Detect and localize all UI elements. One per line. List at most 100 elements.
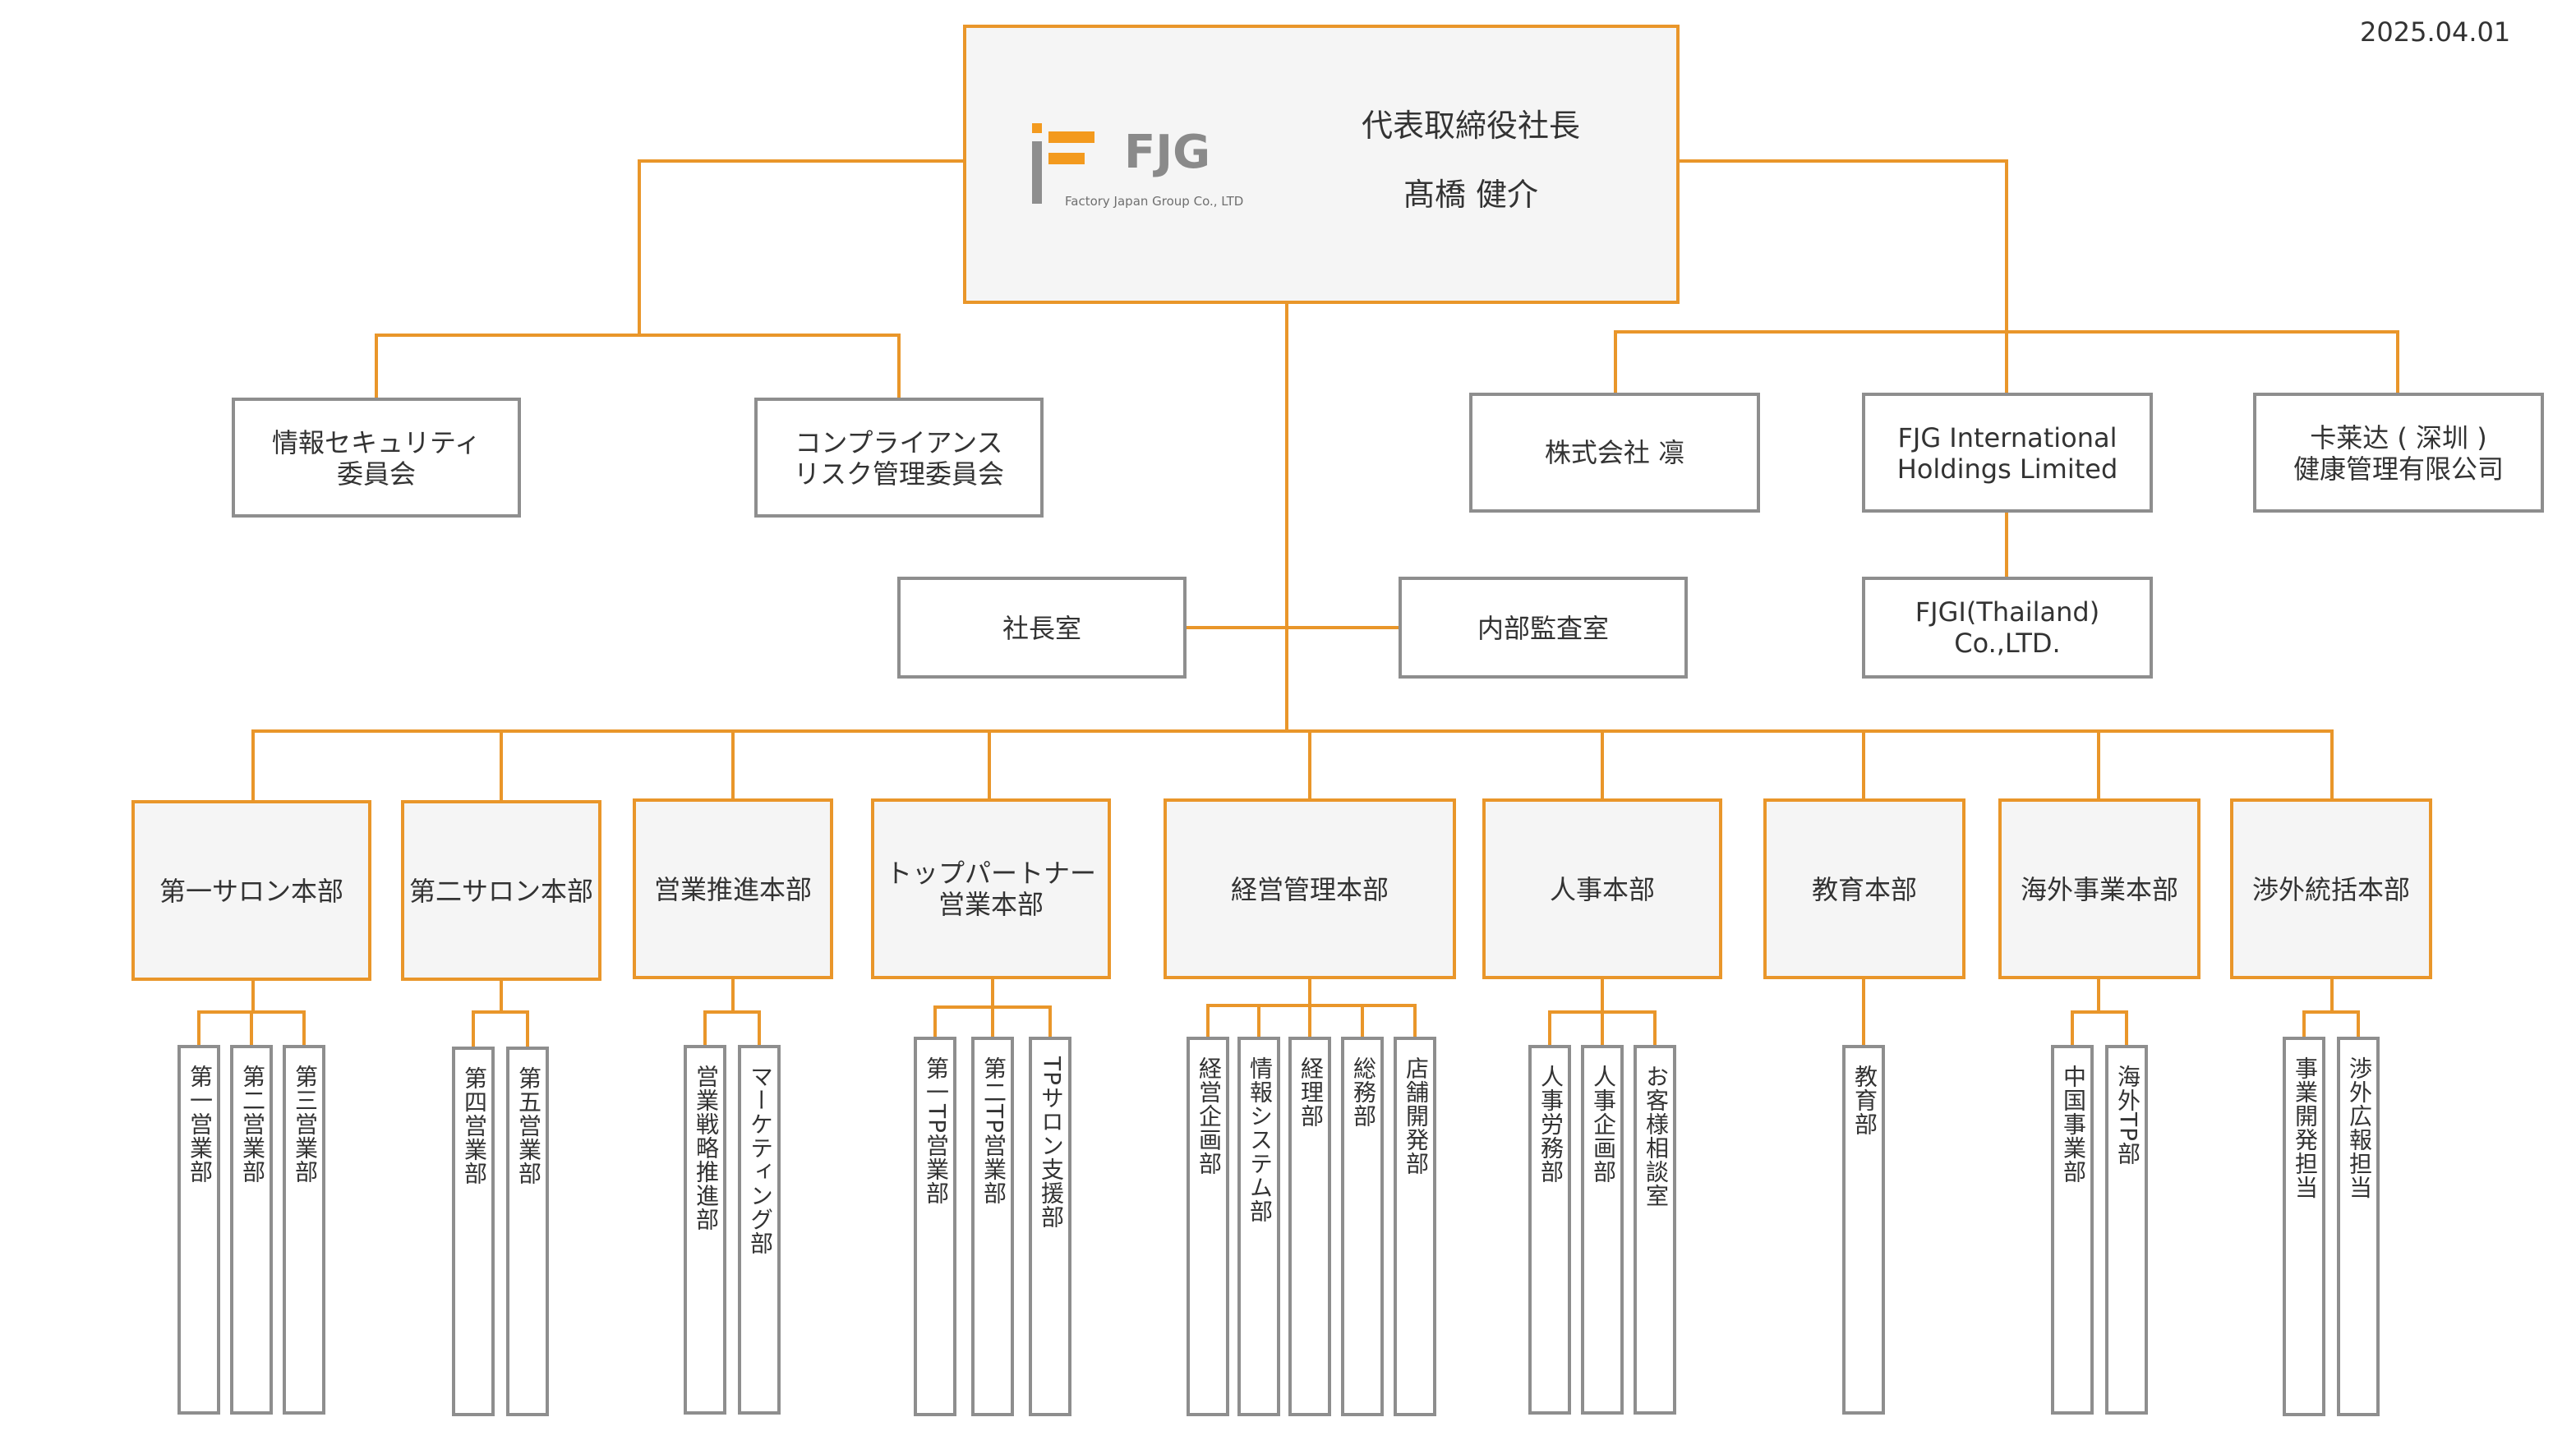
connector-line xyxy=(250,1010,253,1047)
connector-line xyxy=(731,729,735,802)
division-management: 経営管理本部 xyxy=(1164,798,1456,979)
connector-line xyxy=(2125,1010,2128,1047)
connector-line xyxy=(988,729,991,802)
connector-line xyxy=(526,1010,529,1048)
dept-tp-salon-support: TPサロン支援部 xyxy=(1029,1037,1071,1416)
connector-line xyxy=(472,1010,529,1014)
dept-label: 人事企画部 xyxy=(1590,1065,1616,1184)
connector-line xyxy=(2330,729,2334,802)
connector-line xyxy=(472,1010,475,1048)
connector-line xyxy=(251,979,255,1014)
dept-customer-consultation: お客様相談室 xyxy=(1634,1045,1676,1415)
connector-line xyxy=(1308,1004,1311,1038)
connector-line xyxy=(1862,729,1865,802)
dept-corporate-planning: 経営企画部 xyxy=(1187,1037,1229,1416)
connector-line xyxy=(2330,978,2334,1014)
logo-dot-orange xyxy=(1032,123,1042,133)
connector-line xyxy=(375,334,901,337)
dept-label: 経理部 xyxy=(1297,1056,1324,1128)
president-title: 代表取締役社長 xyxy=(1361,108,1580,145)
dept-label: お客様相談室 xyxy=(1643,1065,1669,1208)
dept-label: 渉外広報担当 xyxy=(2346,1056,2372,1199)
connector-line xyxy=(2071,1010,2128,1014)
division-education: 教育本部 xyxy=(1763,798,1965,979)
dept-education: 教育部 xyxy=(1842,1045,1885,1415)
committee-compliance-risk: コンプライアンス リスク管理委員会 xyxy=(754,398,1044,518)
connector-line xyxy=(251,729,2334,733)
connector-line xyxy=(1862,978,1865,1047)
division-2nd-salon: 第二サロン本部 xyxy=(401,800,601,981)
dept-2nd-tp-sales: 第二TP営業部 xyxy=(971,1037,1014,1416)
dept-2nd-sales: 第二営業部 xyxy=(230,1045,273,1415)
dept-information-systems: 情報システム部 xyxy=(1237,1037,1280,1416)
dept-label: 中国事業部 xyxy=(2060,1065,2086,1184)
dept-sales-strategy: 営業戦略推進部 xyxy=(684,1045,726,1415)
connector-line xyxy=(703,1010,761,1014)
connector-line xyxy=(251,729,255,802)
connector-line xyxy=(302,1010,306,1047)
office-internal-audit: 内部監査室 xyxy=(1399,577,1688,679)
dept-label: 営業戦略推進部 xyxy=(693,1065,719,1231)
dept-label: 海外TP部 xyxy=(2114,1065,2141,1166)
logo-brand-text: FJG xyxy=(1124,126,1210,179)
committee-info-security: 情報セキュリティ 委員会 xyxy=(232,398,521,518)
dept-5th-sales: 第五営業部 xyxy=(506,1047,549,1416)
dept-label: 総務部 xyxy=(1350,1056,1376,1128)
connector-line xyxy=(2071,1010,2074,1047)
connector-line xyxy=(2302,1010,2360,1014)
subsidiary-kalaida-shenzhen: 卡莱达 ( 深圳 ) 健康管理有限公司 xyxy=(2253,393,2544,513)
dept-external-pr: 渉外広報担当 xyxy=(2337,1037,2380,1416)
subsidiary-fjg-international: FJG International Holdings Limited xyxy=(1862,393,2153,513)
connector-line xyxy=(2005,159,2008,398)
dept-label: 第四営業部 xyxy=(461,1066,487,1185)
connector-line xyxy=(1601,729,1604,802)
fjg-logo: FJG Factory Japan Group Co., LTD xyxy=(1032,123,1243,209)
connector-line xyxy=(500,979,503,1014)
connector-line xyxy=(1257,1004,1260,1038)
connector-line xyxy=(1361,1004,1364,1038)
dept-marketing: マーケティング部 xyxy=(738,1045,781,1415)
dept-label: 事業開発担当 xyxy=(2292,1056,2318,1199)
connector-line xyxy=(2097,978,2100,1014)
dept-label: 第五営業部 xyxy=(515,1066,541,1185)
connector-line xyxy=(933,1005,937,1038)
dept-general-affairs: 総務部 xyxy=(1341,1037,1384,1416)
dept-label: 第一営業部 xyxy=(187,1065,213,1184)
dept-label: 第一TP営業部 xyxy=(923,1056,949,1205)
connector-line xyxy=(1601,978,1604,1014)
dept-hr-planning: 人事企画部 xyxy=(1581,1045,1624,1415)
connector-line xyxy=(638,159,641,337)
connector-line xyxy=(1308,978,1311,1007)
dept-1st-sales: 第一営業部 xyxy=(177,1045,220,1415)
dept-store-development: 店舗開発部 xyxy=(1394,1037,1436,1416)
division-external-affairs: 渉外統括本部 xyxy=(2230,798,2432,979)
president-name: 髙橋 健介 xyxy=(1403,177,1539,214)
connector-line xyxy=(2396,330,2399,394)
dept-label: TPサロン支援部 xyxy=(1038,1056,1064,1229)
connector-line xyxy=(731,978,735,1014)
subsidiary-rin: 株式会社 凛 xyxy=(1469,393,1760,513)
dept-china-business: 中国事業部 xyxy=(2051,1045,2094,1415)
connector-line xyxy=(1678,159,2008,163)
connector-line xyxy=(1185,626,1399,629)
dept-3rd-sales: 第三営業部 xyxy=(283,1045,325,1415)
dept-4th-sales: 第四営業部 xyxy=(452,1047,495,1416)
connector-line xyxy=(1614,330,1617,394)
connector-line xyxy=(703,1010,707,1047)
date-label: 2025.04.01 xyxy=(2360,16,2511,48)
connector-line xyxy=(1308,729,1311,802)
connector-line xyxy=(1206,1004,1210,1038)
dept-accounting: 経理部 xyxy=(1288,1037,1331,1416)
dept-business-development: 事業開発担当 xyxy=(2283,1037,2325,1416)
connector-line xyxy=(991,978,994,1009)
dept-label: 店舗開発部 xyxy=(1403,1056,1429,1176)
dept-1st-tp-sales: 第一TP営業部 xyxy=(914,1037,956,1416)
connector-line xyxy=(1614,330,2399,334)
division-1st-salon: 第一サロン本部 xyxy=(131,800,371,981)
connector-line xyxy=(897,334,901,398)
connector-line xyxy=(500,729,503,802)
connector-line xyxy=(2005,513,2008,578)
office-president: 社長室 xyxy=(897,577,1187,679)
connector-line xyxy=(197,1010,200,1047)
